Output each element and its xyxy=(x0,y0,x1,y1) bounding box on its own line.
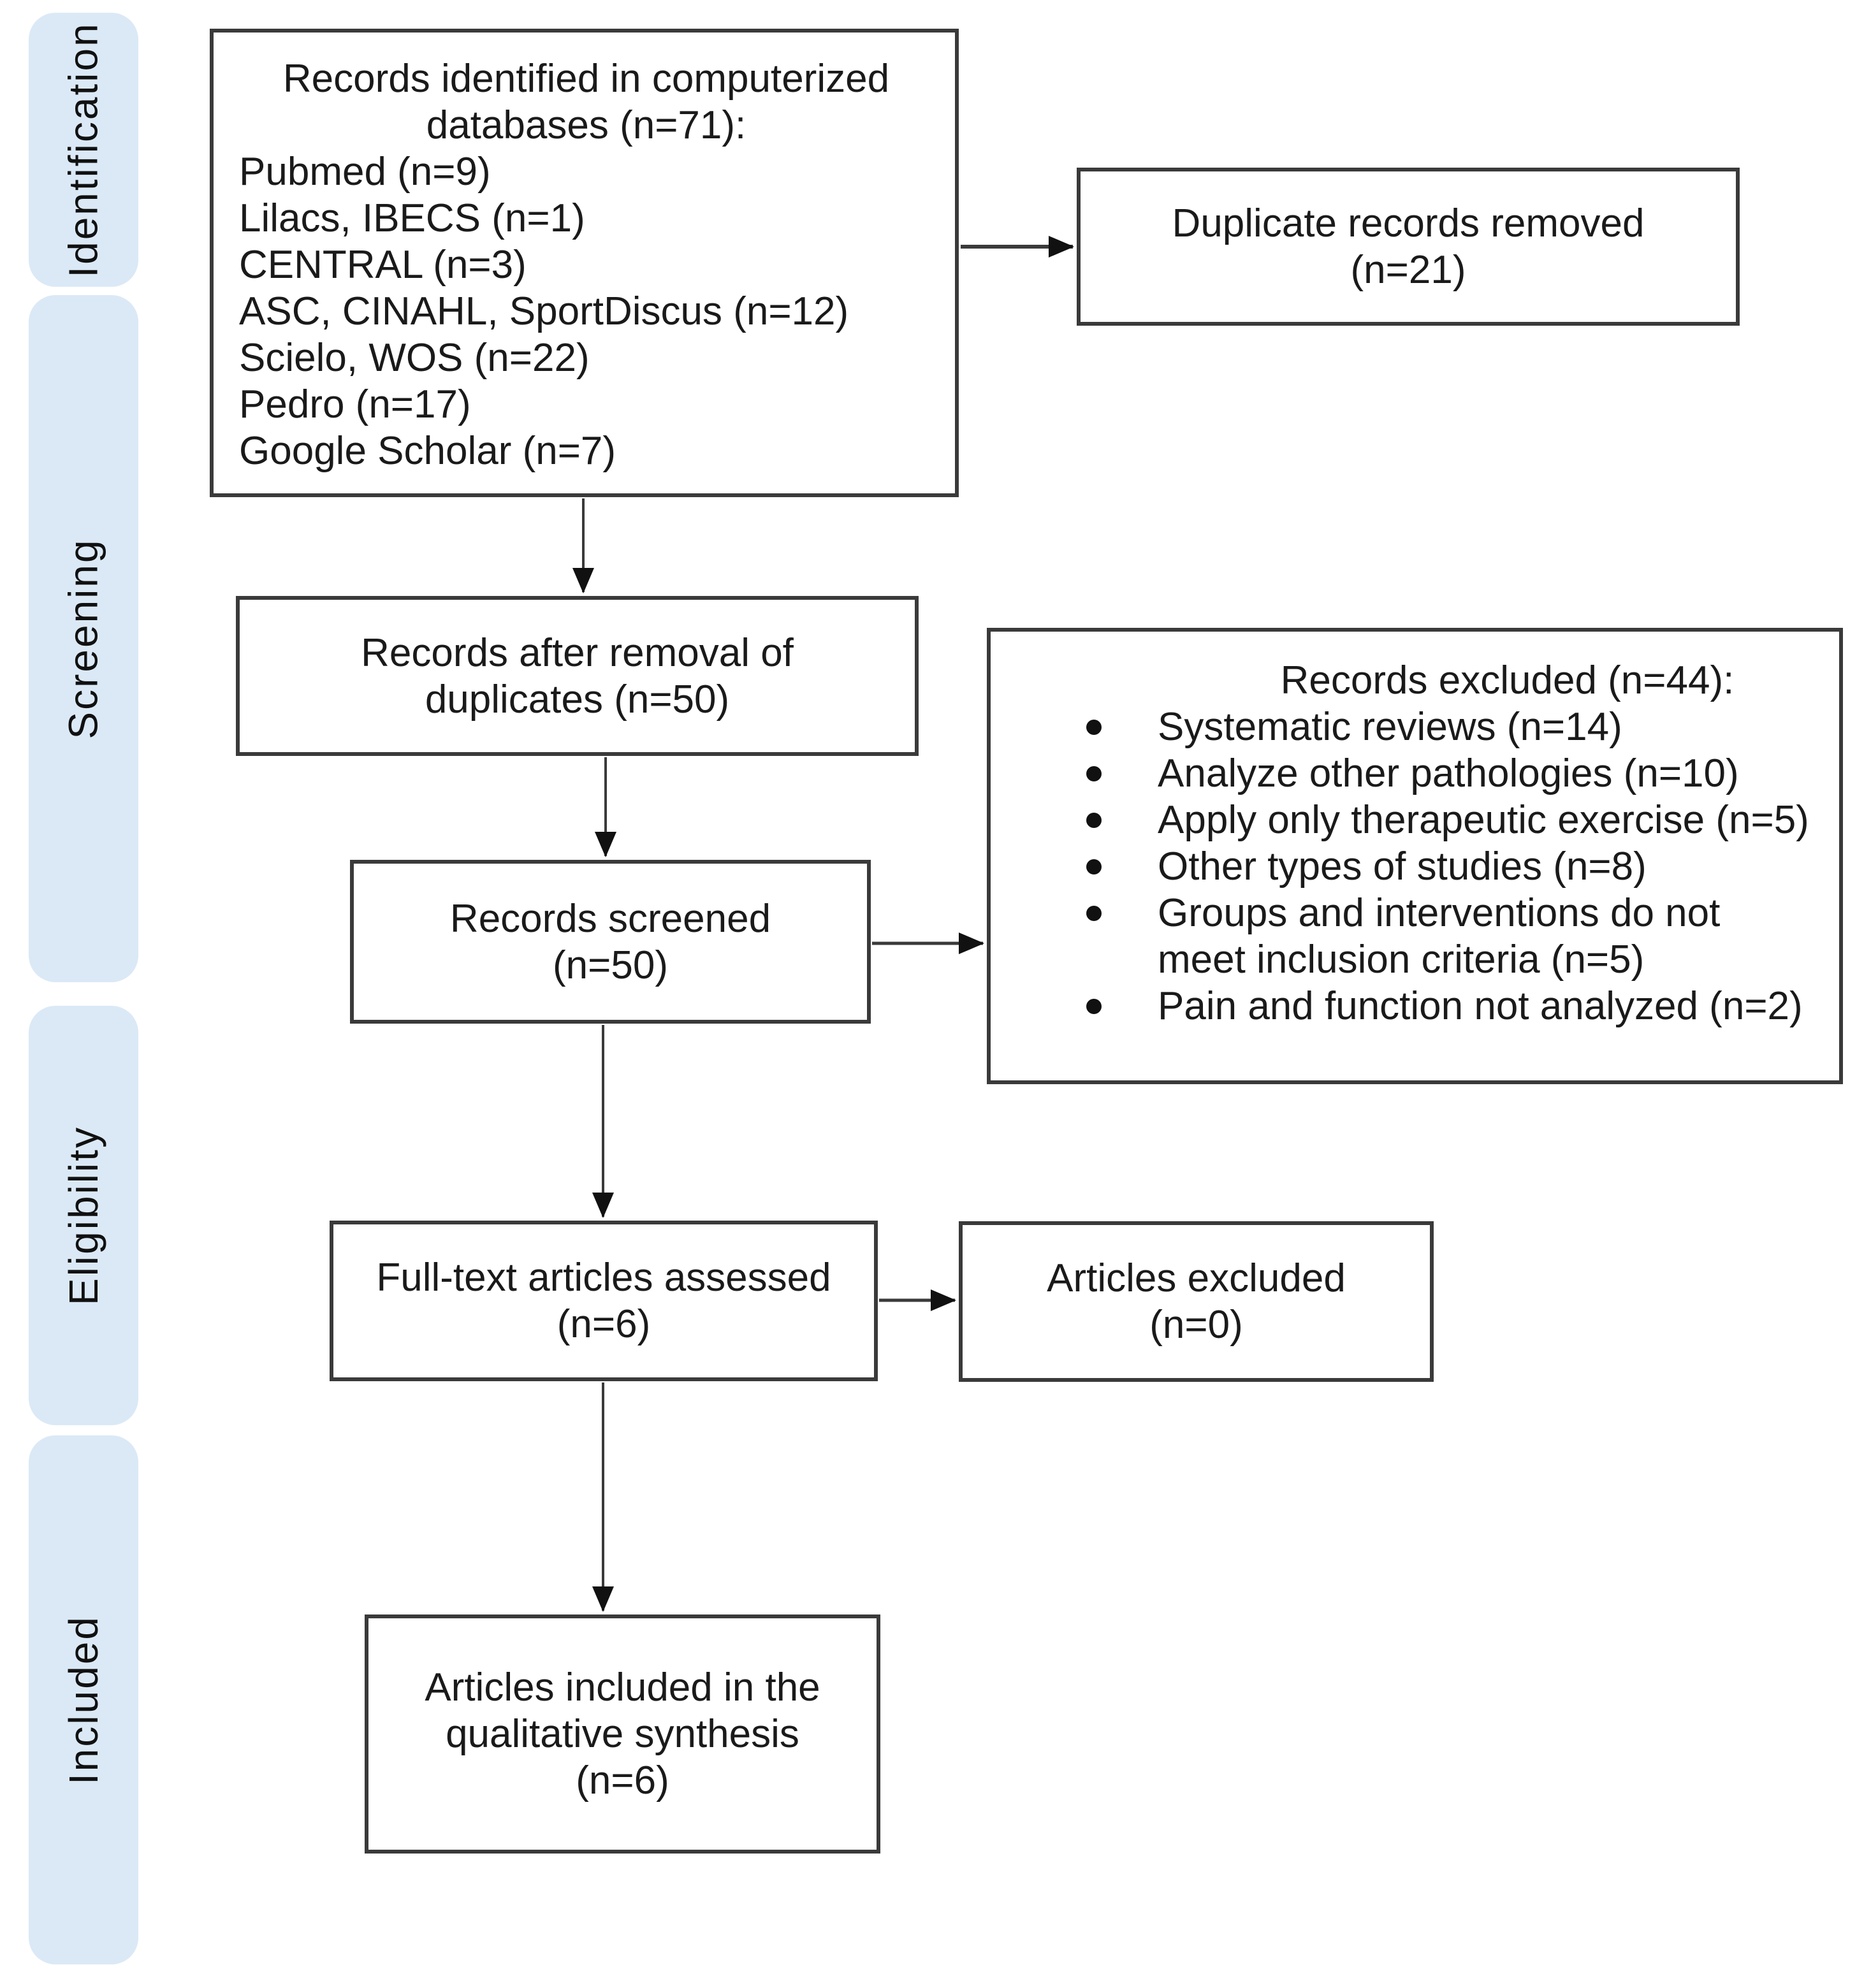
database-source-item: Lilacs, IBECS (n=1) xyxy=(239,196,585,240)
stage-band-identification: Identification xyxy=(29,13,138,287)
reason-line: Groups and interventions do not xyxy=(1158,891,1721,935)
exclusion-reason-list: Systematic reviews (n=14) Analyze other … xyxy=(991,704,1839,1029)
box-text-line: (n=6) xyxy=(557,1302,651,1346)
box-text-line: (n=50) xyxy=(553,943,668,987)
box-text-line: Duplicate records removed xyxy=(1172,201,1645,245)
stage-band-included: Included xyxy=(29,1435,138,1964)
box-text-line: (n=0) xyxy=(1149,1303,1243,1347)
database-source-list: Pubmed (n=9) Lilacs, IBECS (n=1) CENTRAL… xyxy=(239,149,933,474)
database-source-item: ASC, CINAHL, SportDiscus (n=12) xyxy=(239,289,849,333)
box-duplicates-removed: Duplicate records removed (n=21) xyxy=(1077,168,1740,326)
title-line: databases (n=71): xyxy=(426,103,746,147)
box-text-line: Records after removal of xyxy=(361,630,794,675)
box-text-line: Records screened xyxy=(449,896,771,941)
exclusion-reason-item: Other types of studies (n=8) xyxy=(1086,843,1839,890)
reason-line: meet inclusion criteria (n=5) xyxy=(1158,938,1645,982)
bullet-icon xyxy=(1086,813,1102,828)
stage-label: Identification xyxy=(61,22,106,278)
box-fulltext-assessed: Full-text articles assessed (n=6) xyxy=(330,1221,878,1381)
box-records-screened: Records screened (n=50) xyxy=(350,860,871,1024)
stage-band-eligibility: Eligibility xyxy=(29,1006,138,1425)
stage-label: Included xyxy=(61,1615,106,1785)
database-source-item: Scielo, WOS (n=22) xyxy=(239,336,590,380)
exclusion-reason-item: Analyze other pathologies (n=10) xyxy=(1086,750,1839,797)
stage-band-screening: Screening xyxy=(29,295,138,982)
bullet-icon xyxy=(1086,766,1102,781)
exclusion-reason-text: Apply only therapeutic exercise (n=5) xyxy=(1158,797,1809,843)
bullet-icon xyxy=(1086,720,1102,735)
box-text-line: Articles excluded xyxy=(1047,1256,1346,1300)
exclusion-reason-text: Other types of studies (n=8) xyxy=(1158,843,1647,890)
bullet-icon xyxy=(1086,999,1102,1014)
box-text-line: (n=21) xyxy=(1350,248,1466,292)
reason-line: Other types of studies (n=8) xyxy=(1158,845,1647,889)
exclusion-reason-item: Groups and interventions do not meet inc… xyxy=(1086,890,1839,983)
reason-line: Apply only therapeutic exercise (n=5) xyxy=(1158,798,1809,842)
box-text-line: duplicates (n=50) xyxy=(425,677,730,722)
database-source-item: CENTRAL (n=3) xyxy=(239,243,527,287)
box-articles-included: Articles included in the qualitative syn… xyxy=(365,1614,880,1854)
box-records-identified: Records identified in computerized datab… xyxy=(210,29,959,497)
box-text-line: (n=6) xyxy=(576,1759,669,1803)
reason-line: Pain and function not analyzed (n=2) xyxy=(1158,984,1803,1028)
database-source-item: Google Scholar (n=7) xyxy=(239,429,616,473)
box-records-excluded: Records excluded (n=44): Systematic revi… xyxy=(987,628,1843,1084)
exclusion-reason-item: Systematic reviews (n=14) xyxy=(1086,704,1839,750)
title-line: Records identified in computerized xyxy=(282,57,890,101)
box-records-after-duplicates: Records after removal of duplicates (n=5… xyxy=(236,596,919,756)
box-title: Records identified in computerized datab… xyxy=(239,55,933,149)
exclusion-reason-text: Analyze other pathologies (n=10) xyxy=(1158,750,1739,797)
box-text-line: Full-text articles assessed xyxy=(376,1256,831,1300)
stage-label: Eligibility xyxy=(61,1126,106,1305)
exclusion-reason-text: Groups and interventions do not meet inc… xyxy=(1158,890,1720,983)
stage-label: Screening xyxy=(61,538,106,739)
excluded-title: Records excluded (n=44): xyxy=(1280,658,1735,702)
box-text-line: Articles included in the xyxy=(425,1665,820,1709)
exclusion-reason-text: Pain and function not analyzed (n=2) xyxy=(1158,983,1803,1029)
reason-line: Analyze other pathologies (n=10) xyxy=(1158,751,1739,795)
bullet-icon xyxy=(1086,859,1102,874)
exclusion-reason-text: Systematic reviews (n=14) xyxy=(1158,704,1622,750)
exclusion-reason-item: Pain and function not analyzed (n=2) xyxy=(1086,983,1839,1029)
database-source-item: Pubmed (n=9) xyxy=(239,150,491,194)
box-articles-excluded: Articles excluded (n=0) xyxy=(959,1221,1434,1382)
database-source-item: Pedro (n=17) xyxy=(239,382,471,426)
reason-line: Systematic reviews (n=14) xyxy=(1158,705,1622,749)
bullet-icon xyxy=(1086,906,1102,921)
exclusion-reason-item: Apply only therapeutic exercise (n=5) xyxy=(1086,797,1839,843)
box-text-line: qualitative synthesis xyxy=(446,1712,799,1756)
